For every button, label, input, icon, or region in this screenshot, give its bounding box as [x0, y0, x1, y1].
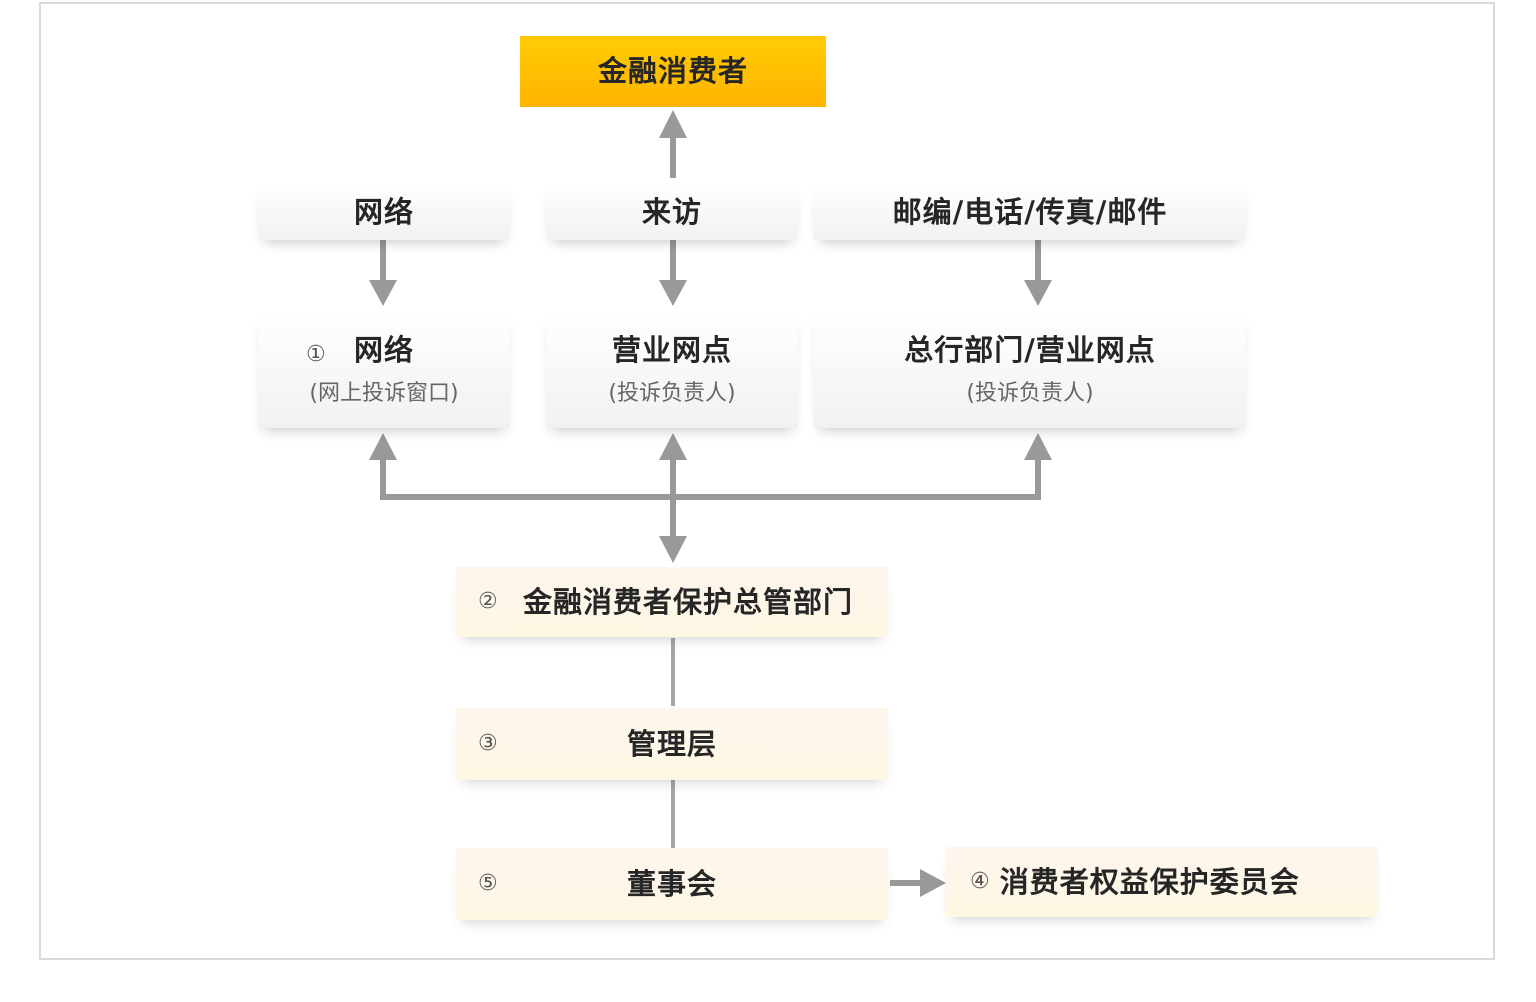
receiver-headoffice-box: 总行部门/营业网点 (投诉负责人) [814, 312, 1246, 428]
management-box: ③ 管理层 [456, 708, 888, 780]
center-trunk [670, 458, 676, 540]
receiver-headoffice-label: 总行部门/营业网点 [904, 332, 1156, 367]
channel-network-box: 网络 [258, 184, 510, 240]
arrow-down-shaft-3 [1035, 240, 1041, 282]
receiver-online-sub: (网上投诉窗口) [309, 381, 459, 407]
receiver-online-number: ① [306, 342, 326, 367]
arrow-down-head-2 [659, 280, 687, 306]
channel-mail-phone-label: 邮编/电话/传真/邮件 [892, 194, 1168, 229]
board-number: ⑤ [478, 871, 498, 896]
arrow-up-shaft [670, 136, 676, 178]
link-3-5 [671, 780, 675, 848]
receiver-online-box: ① 网络 (网上投诉窗口) [258, 312, 510, 428]
arrow-down-head-2-dept [659, 536, 687, 563]
management-label: 管理层 [626, 726, 717, 761]
channel-visit-box: 来访 [546, 184, 798, 240]
channel-visit-label: 来访 [641, 194, 702, 229]
consumer-rights-committee-label: 消费者权益保护委员会 [999, 864, 1300, 899]
arrow-down-shaft-1 [380, 240, 386, 282]
arrow-right-head [920, 869, 946, 897]
consumer-rights-committee-number: ④ [970, 869, 990, 895]
consumer-protection-dept-label: 金融消费者保护总管部门 [522, 584, 853, 619]
channel-mail-phone-box: 邮编/电话/传真/邮件 [814, 184, 1246, 240]
receiver-online-label: 网络 [353, 332, 414, 367]
receiver-branch-label: 营业网点 [611, 332, 732, 367]
arrow-up-head-mid [659, 433, 687, 460]
arrow-up-head [659, 110, 687, 138]
consumer-protection-dept-number: ② [478, 589, 498, 614]
consumer-rights-committee-box: ④ 消费者权益保护委员会 [946, 847, 1378, 917]
management-number: ③ [478, 731, 498, 756]
receiver-branch-box: 营业网点 (投诉负责人) [546, 312, 798, 428]
board-label: 董事会 [626, 866, 717, 901]
link-2-3 [671, 638, 675, 706]
consumer-protection-dept-box: ② 金融消费者保护总管部门 [456, 567, 888, 637]
diagram-frame [39, 2, 1495, 960]
arrow-down-head-3 [1024, 280, 1052, 306]
arrow-down-head-1 [369, 280, 397, 306]
receiver-branch-sub: (投诉负责人) [608, 381, 736, 407]
branch-left [380, 458, 386, 500]
board-box: ⑤ 董事会 [456, 848, 888, 920]
arrow-down-shaft-2 [670, 240, 676, 282]
financial-consumer-label: 金融消费者 [597, 54, 748, 89]
channel-network-label: 网络 [353, 194, 414, 229]
financial-consumer-box: 金融消费者 [520, 36, 826, 107]
branch-right [1035, 458, 1041, 500]
horizontal-bus [380, 494, 1041, 500]
receiver-headoffice-sub: (投诉负责人) [966, 381, 1094, 407]
arrow-up-head-left [369, 433, 397, 460]
arrow-right-shaft [890, 880, 924, 886]
arrow-up-head-right [1024, 433, 1052, 460]
